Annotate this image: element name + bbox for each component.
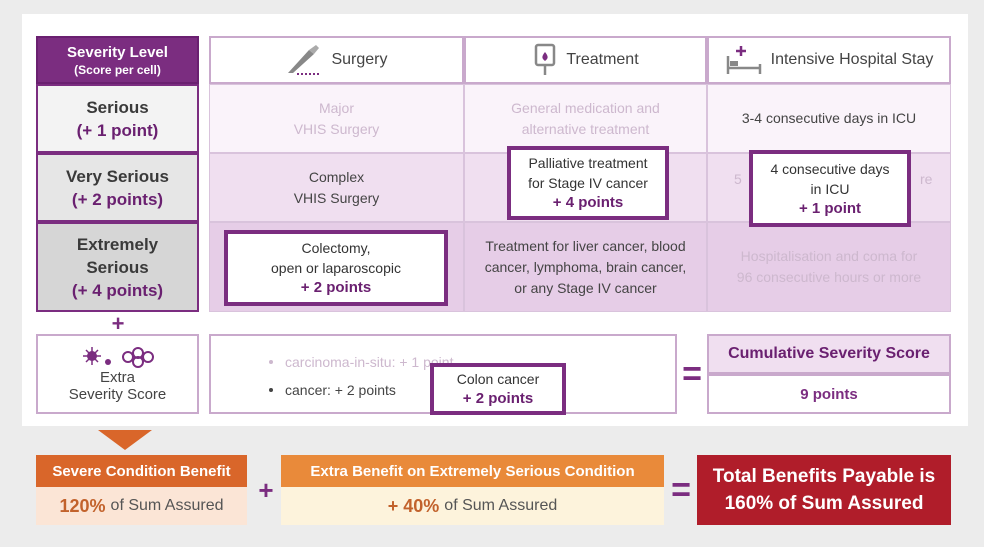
- cell-text: Hospitalisation and coma for: [740, 248, 918, 264]
- callout-points: + 4 points: [552, 194, 624, 211]
- hospital-bed-icon: [726, 46, 761, 74]
- down-arrow-icon: [98, 430, 152, 450]
- level-extremely-serious-name: Extremely Serious: [76, 234, 159, 277]
- callout-text: open or laparoscopic: [271, 260, 401, 276]
- callout-text: Colectomy,: [301, 240, 371, 256]
- cell-text: cancer, lymphoma, brain cancer,: [484, 258, 687, 275]
- severe-benefit-suffix: of Sum Assured: [110, 497, 224, 514]
- cumulative-score-value: 9 points: [707, 374, 951, 414]
- callout-text: 4 consecutive days: [770, 160, 890, 177]
- cell-text: 5: [734, 171, 742, 187]
- level-serious-points: (+ 1 point): [76, 120, 159, 140]
- cell-serious-surgery: Major VHIS Surgery: [209, 84, 464, 153]
- extra-benefit-title: Extra Benefit on Extremely Serious Condi…: [281, 455, 664, 487]
- equals-sign: =: [671, 470, 691, 509]
- severe-benefit-title: Severe Condition Benefit: [36, 455, 247, 487]
- cell-extremely-serious-treatment: Treatment for liver cancer, blood cancer…: [464, 222, 707, 312]
- hospital-column-label: Intensive Hospital Stay: [770, 51, 934, 68]
- callout-text: for Stage IV cancer: [528, 175, 648, 191]
- list-item: carcinoma-in-situ: + 1 point: [269, 348, 675, 376]
- cell-text: VHIS Surgery: [293, 120, 380, 137]
- cancer-callout: Colon cancer + 2 points: [430, 363, 566, 415]
- level-very-serious-points: (+ 2 points): [71, 189, 164, 209]
- callout-points: + 2 points: [300, 279, 372, 296]
- severity-level-header: Severity Level (Score per cell): [36, 36, 199, 84]
- treatment-column-label: Treatment: [566, 51, 639, 68]
- callout-text: in ICU: [810, 180, 850, 197]
- cell-serious-treatment: General medication and alternative treat…: [464, 84, 707, 153]
- callout-text: Palliative treatment: [528, 155, 648, 171]
- level-extremely-serious-points: (+ 4 points): [71, 280, 164, 300]
- callout-points: + 2 points: [462, 390, 534, 407]
- cell-text: or any Stage IV cancer: [514, 279, 657, 296]
- cell-serious-hospital: 3-4 consecutive days in ICU: [707, 84, 951, 153]
- extra-benefit-percent: + 40%: [387, 495, 440, 516]
- list-item-text: cancer: + 2 points: [285, 382, 396, 398]
- extra-label-line: Extra: [99, 369, 135, 386]
- surgery-column-label: Surgery: [331, 51, 388, 68]
- score-per-cell-note: (Score per cell): [74, 62, 161, 77]
- cell-text: 96 consecutive hours or more: [736, 269, 922, 285]
- callout-text: Colon cancer: [456, 371, 540, 387]
- level-serious-name: Serious: [86, 97, 149, 117]
- list-item-text: carcinoma-in-situ: + 1 point: [285, 354, 454, 370]
- extra-benefit-suffix: of Sum Assured: [444, 497, 558, 514]
- severity-level-title: Severity Level: [67, 43, 168, 61]
- severe-benefit-percent: 120%: [59, 495, 106, 516]
- extra-severity-box: Extra Severity Score: [36, 334, 199, 414]
- treatment-column-header: Treatment: [464, 36, 707, 84]
- cell-text: General medication and: [511, 99, 660, 116]
- cell-text: VHIS Surgery: [293, 189, 380, 206]
- cell-text: Major: [318, 99, 354, 116]
- virus-cells-icon: [82, 347, 154, 368]
- hospital-column-header: Intensive Hospital Stay: [707, 36, 951, 84]
- cell-text: Complex: [308, 168, 365, 185]
- total-benefits-line: Total Benefits Payable is: [712, 466, 936, 487]
- total-benefits-box: Total Benefits Payable is 160% of Sum As…: [697, 455, 951, 525]
- cell-text: re: [920, 171, 933, 187]
- level-serious: Serious (+ 1 point): [36, 84, 199, 153]
- cell-very-serious-surgery: Complex VHIS Surgery: [209, 153, 464, 222]
- cumulative-score-title: Cumulative Severity Score: [707, 334, 951, 374]
- cell-extremely-serious-hospital: Hospitalisation and coma for 96 consecut…: [707, 222, 951, 312]
- level-extremely-serious: Extremely Serious (+ 4 points): [36, 222, 199, 312]
- scalpel-icon: [288, 45, 322, 75]
- plus-sign: +: [111, 311, 125, 336]
- cell-text: Treatment for liver cancer, blood: [485, 237, 686, 254]
- level-very-serious: Very Serious (+ 2 points): [36, 153, 199, 222]
- surgery-callout: Colectomy, open or laparoscopic + 2 poin…: [224, 230, 448, 306]
- surgery-column-header: Surgery: [209, 36, 464, 84]
- extra-label-line: Severity Score: [68, 386, 167, 403]
- cell-text: alternative treatment: [521, 120, 650, 137]
- iv-drip-icon: [535, 43, 556, 75]
- severe-benefit-value: 120% of Sum Assured: [36, 487, 247, 525]
- callout-points: + 1 point: [798, 199, 862, 217]
- equals-sign: =: [682, 354, 702, 393]
- total-benefits-line: 160% of Sum Assured: [724, 493, 924, 514]
- hospital-callout: 4 consecutive days in ICU + 1 point: [749, 150, 911, 227]
- list-item: cancer: + 2 points: [269, 376, 675, 404]
- treatment-callout: Palliative treatment for Stage IV cancer…: [507, 146, 669, 220]
- extra-benefit-value: + 40% of Sum Assured: [281, 487, 664, 525]
- cell-text: 3-4 consecutive days in ICU: [741, 110, 917, 126]
- level-very-serious-name: Very Serious: [65, 166, 169, 186]
- plus-sign: +: [258, 474, 274, 505]
